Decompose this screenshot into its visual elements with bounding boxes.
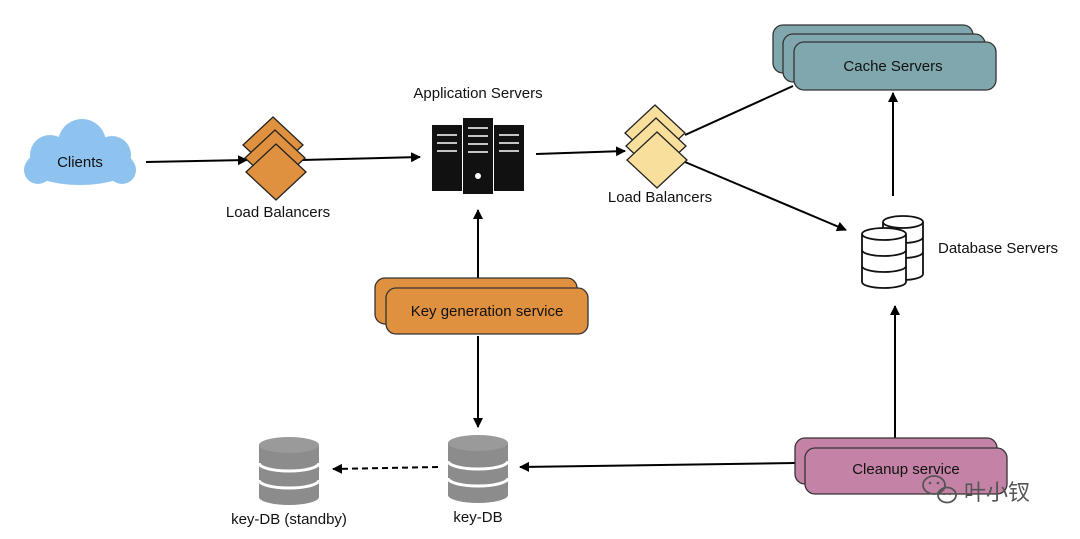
key-db-standby-label: key-DB (standby) [231, 511, 347, 528]
arrow-lb-to-app [301, 152, 421, 163]
key-db-node: key-DB [446, 435, 510, 526]
key-generation-service-label: Key generation service [411, 303, 564, 320]
key-db-standby-node: key-DB (standby) [231, 437, 347, 528]
cache-servers-node: Cache Servers [772, 24, 997, 91]
arrow-app-to-lb [535, 146, 626, 157]
database-servers-node: Database Servers [861, 215, 1058, 289]
application-servers-node: Application Servers [413, 85, 543, 194]
clients-node: Clients [24, 119, 136, 185]
database-icon [446, 435, 510, 503]
arrow-keydb-to-standby [332, 463, 439, 474]
line-lb-to-cache [684, 85, 794, 136]
clients-label: Clients [57, 154, 103, 171]
load-balancer-icon [242, 116, 307, 201]
cache-servers-label: Cache Servers [843, 58, 942, 75]
cleanup-service-label: Cleanup service [852, 461, 960, 478]
connectors [145, 85, 900, 474]
load-balancer-left-node: Load Balancers [226, 116, 330, 221]
arrow-lb-to-db [684, 161, 847, 232]
load-balancers-left-label: Load Balancers [226, 204, 330, 221]
watermark-text: 叶小钗 [964, 481, 1030, 506]
cloud-icon [24, 119, 136, 185]
cleanup-service-node: Cleanup service [794, 437, 1008, 495]
wechat-icon [922, 475, 957, 504]
application-servers-label: Application Servers [413, 85, 542, 102]
database-icon [861, 215, 924, 289]
key-db-label: key-DB [453, 509, 502, 526]
arrow-cleanup-to-keydb [519, 461, 796, 472]
server-rack-icon [432, 118, 524, 194]
database-servers-label: Database Servers [938, 240, 1058, 257]
arrow-clients-to-lb [145, 155, 248, 166]
watermark: 叶小钗 [922, 475, 1030, 506]
load-balancers-right-label: Load Balancers [608, 189, 712, 206]
database-icon [257, 437, 321, 505]
load-balancer-icon [624, 104, 688, 189]
load-balancer-right-node: Load Balancers [608, 104, 712, 206]
key-generation-service-node: Key generation service [374, 277, 589, 335]
